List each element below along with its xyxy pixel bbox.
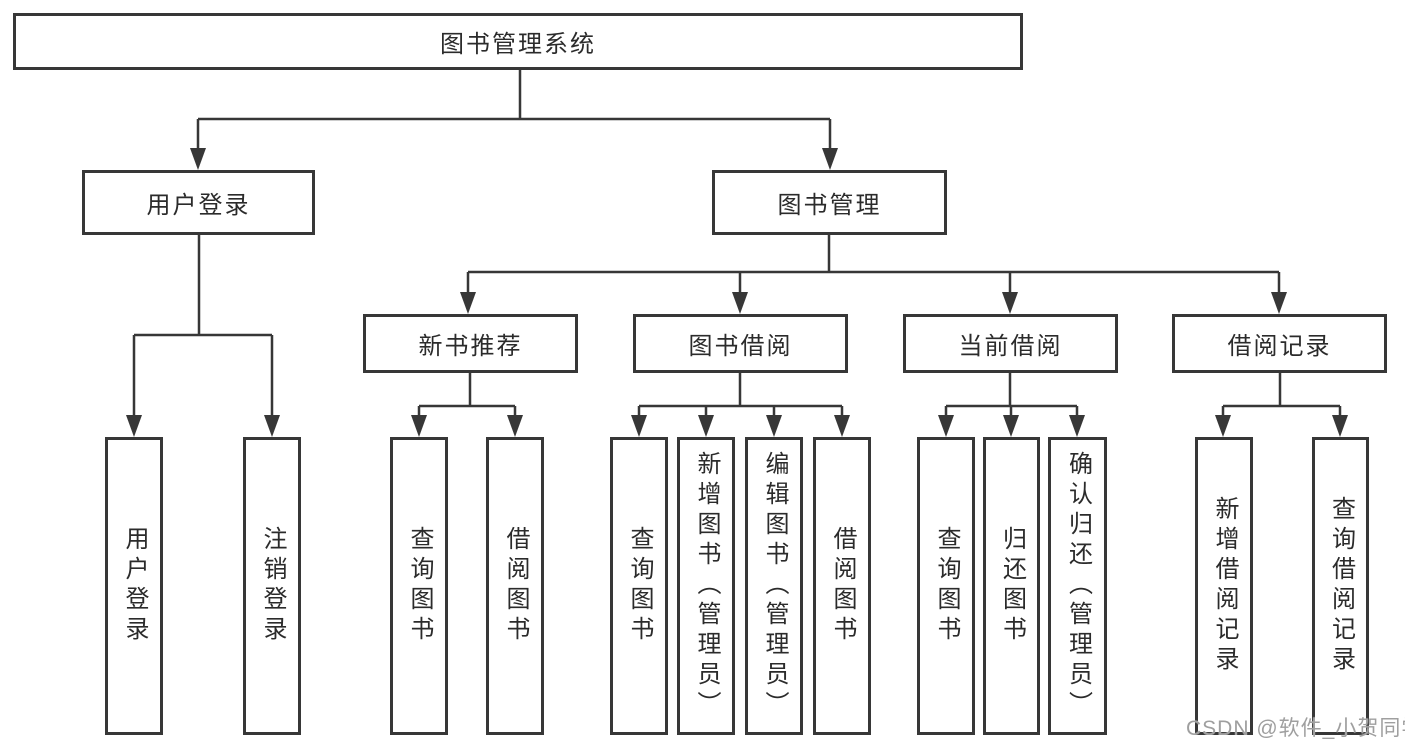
leaf-borrow-books-recommendation: 借阅图书: [486, 437, 544, 735]
leaf-query-books-current: 查询图书: [917, 437, 975, 735]
leaf-user-login: 用户登录: [105, 437, 163, 735]
node-user-login: 用户登录: [82, 170, 315, 235]
node-borrowing-records: 借阅记录: [1172, 314, 1387, 373]
node-book-management: 图书管理: [712, 170, 947, 235]
leaf-query-books-recommendation: 查询图书: [390, 437, 448, 735]
leaf-return-books: 归还图书: [983, 437, 1040, 735]
leaf-add-borrow-record: 新增借阅记录: [1195, 437, 1253, 735]
leaf-borrow-books: 借阅图书: [813, 437, 871, 735]
leaf-query-borrow-record: 查询借阅记录: [1312, 437, 1369, 735]
leaf-query-books-borrowing: 查询图书: [610, 437, 668, 735]
arrowheads: [126, 148, 1348, 437]
csdn-watermark: CSDN @软件_小贺同学: [1186, 717, 1405, 740]
leaf-edit-books-admin: 编辑图书（管理员）: [745, 437, 803, 735]
node-current-borrowing: 当前借阅: [903, 314, 1118, 373]
leaf-logout: 注销登录: [243, 437, 301, 735]
node-library-management-system: 图书管理系统: [13, 13, 1023, 70]
leaf-confirm-return-admin: 确认归还（管理员）: [1048, 437, 1107, 735]
node-book-borrowing: 图书借阅: [633, 314, 848, 373]
node-new-book-recommendation: 新书推荐: [363, 314, 578, 373]
leaf-add-books-admin: 新增图书（管理员）: [677, 437, 735, 735]
